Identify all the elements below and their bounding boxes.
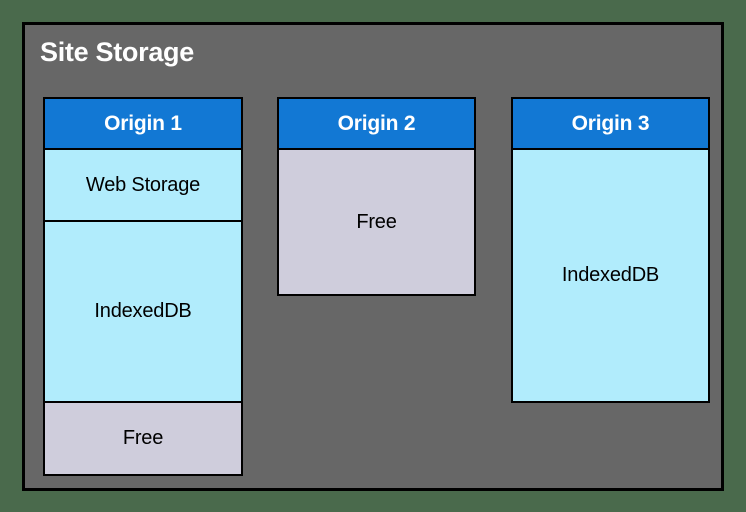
origin-column-1: Origin 1 Web Storage IndexedDB Free xyxy=(43,97,243,476)
origin-2-segment-free: Free xyxy=(277,150,476,296)
origin-3-segment-indexeddb: IndexedDB xyxy=(511,150,710,403)
origin-column-2: Origin 2 Free xyxy=(277,97,476,296)
site-storage-panel: Site Storage Origin 1 Web Storage Indexe… xyxy=(22,22,724,491)
origin-1-segment-free: Free xyxy=(43,403,243,476)
origin-column-3: Origin 3 IndexedDB xyxy=(511,97,710,403)
origin-3-header: Origin 3 xyxy=(511,97,710,150)
origin-1-header: Origin 1 xyxy=(43,97,243,150)
page-title: Site Storage xyxy=(40,37,194,67)
origin-1-segment-indexeddb: IndexedDB xyxy=(43,222,243,403)
origin-2-header: Origin 2 xyxy=(277,97,476,150)
origin-1-segment-web-storage: Web Storage xyxy=(43,150,243,222)
